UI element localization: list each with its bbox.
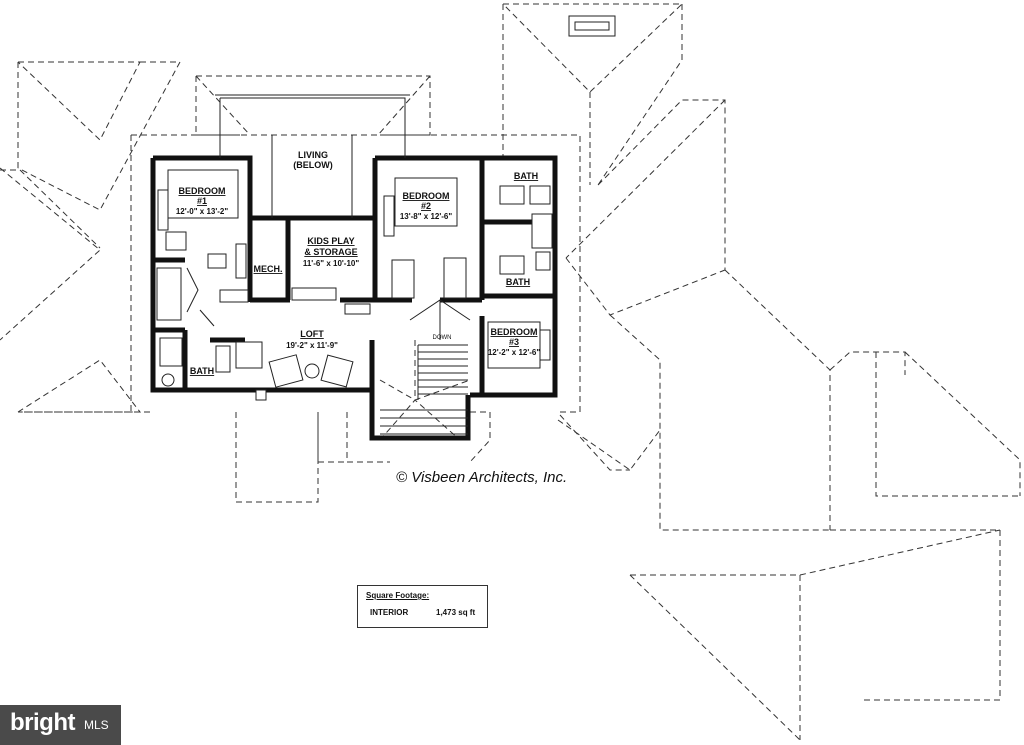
square-footage-box: Square Footage: INTERIOR 1,473 sq ft bbox=[357, 585, 488, 628]
fixtures bbox=[156, 15, 616, 401]
bath-top-label: BATH bbox=[514, 171, 538, 181]
kids-dims: 11'-6" x 10'-10" bbox=[303, 259, 360, 268]
kids-label-2: & STORAGE bbox=[304, 247, 357, 257]
stair bbox=[380, 299, 471, 435]
roof-lines bbox=[0, 3, 1021, 741]
living-void bbox=[215, 94, 410, 218]
bedroom3-number: #3 bbox=[509, 337, 519, 347]
loft-label: LOFT bbox=[300, 329, 324, 339]
room-labels: LIVING (BELOW) BEDROOM #1 12'-0" x 13'-2… bbox=[176, 150, 541, 376]
bedroom3-dims: 12'-2" x 12'-6" bbox=[488, 348, 541, 357]
bedroom2-number: #2 bbox=[421, 201, 431, 211]
copyright-text: © Visbeen Architects, Inc. bbox=[396, 469, 567, 486]
bright-mls-logo: bright MLS bbox=[0, 705, 121, 745]
loft-dims: 19'-2" x 11'-9" bbox=[286, 341, 338, 350]
logo-brand: bright bbox=[10, 709, 75, 736]
bedroom3-label: BEDROOM bbox=[491, 327, 538, 337]
bedroom1-label: BEDROOM bbox=[179, 186, 226, 196]
bath-mid-label: BATH bbox=[506, 277, 530, 287]
living-sub-label: (BELOW) bbox=[293, 160, 333, 170]
bedroom1-number: #1 bbox=[197, 196, 207, 206]
bedroom2-label: BEDROOM bbox=[403, 191, 450, 201]
square-footage-value: 1,473 sq ft bbox=[436, 608, 476, 617]
bedroom2-dims: 13'-8" x 12'-6" bbox=[400, 212, 453, 221]
kids-label: KIDS PLAY bbox=[307, 236, 354, 246]
mech-label: MECH. bbox=[254, 264, 283, 274]
bath-left-label: BATH bbox=[190, 366, 214, 376]
bedroom1-dims: 12'-0" x 13'-2" bbox=[176, 207, 229, 216]
square-footage-label: INTERIOR bbox=[370, 608, 409, 617]
logo-suffix: MLS bbox=[84, 718, 109, 732]
stair-down-label: DOWN bbox=[433, 335, 452, 341]
living-label: LIVING bbox=[298, 150, 328, 160]
square-footage-title: Square Footage: bbox=[366, 591, 430, 600]
walls bbox=[150, 155, 558, 441]
